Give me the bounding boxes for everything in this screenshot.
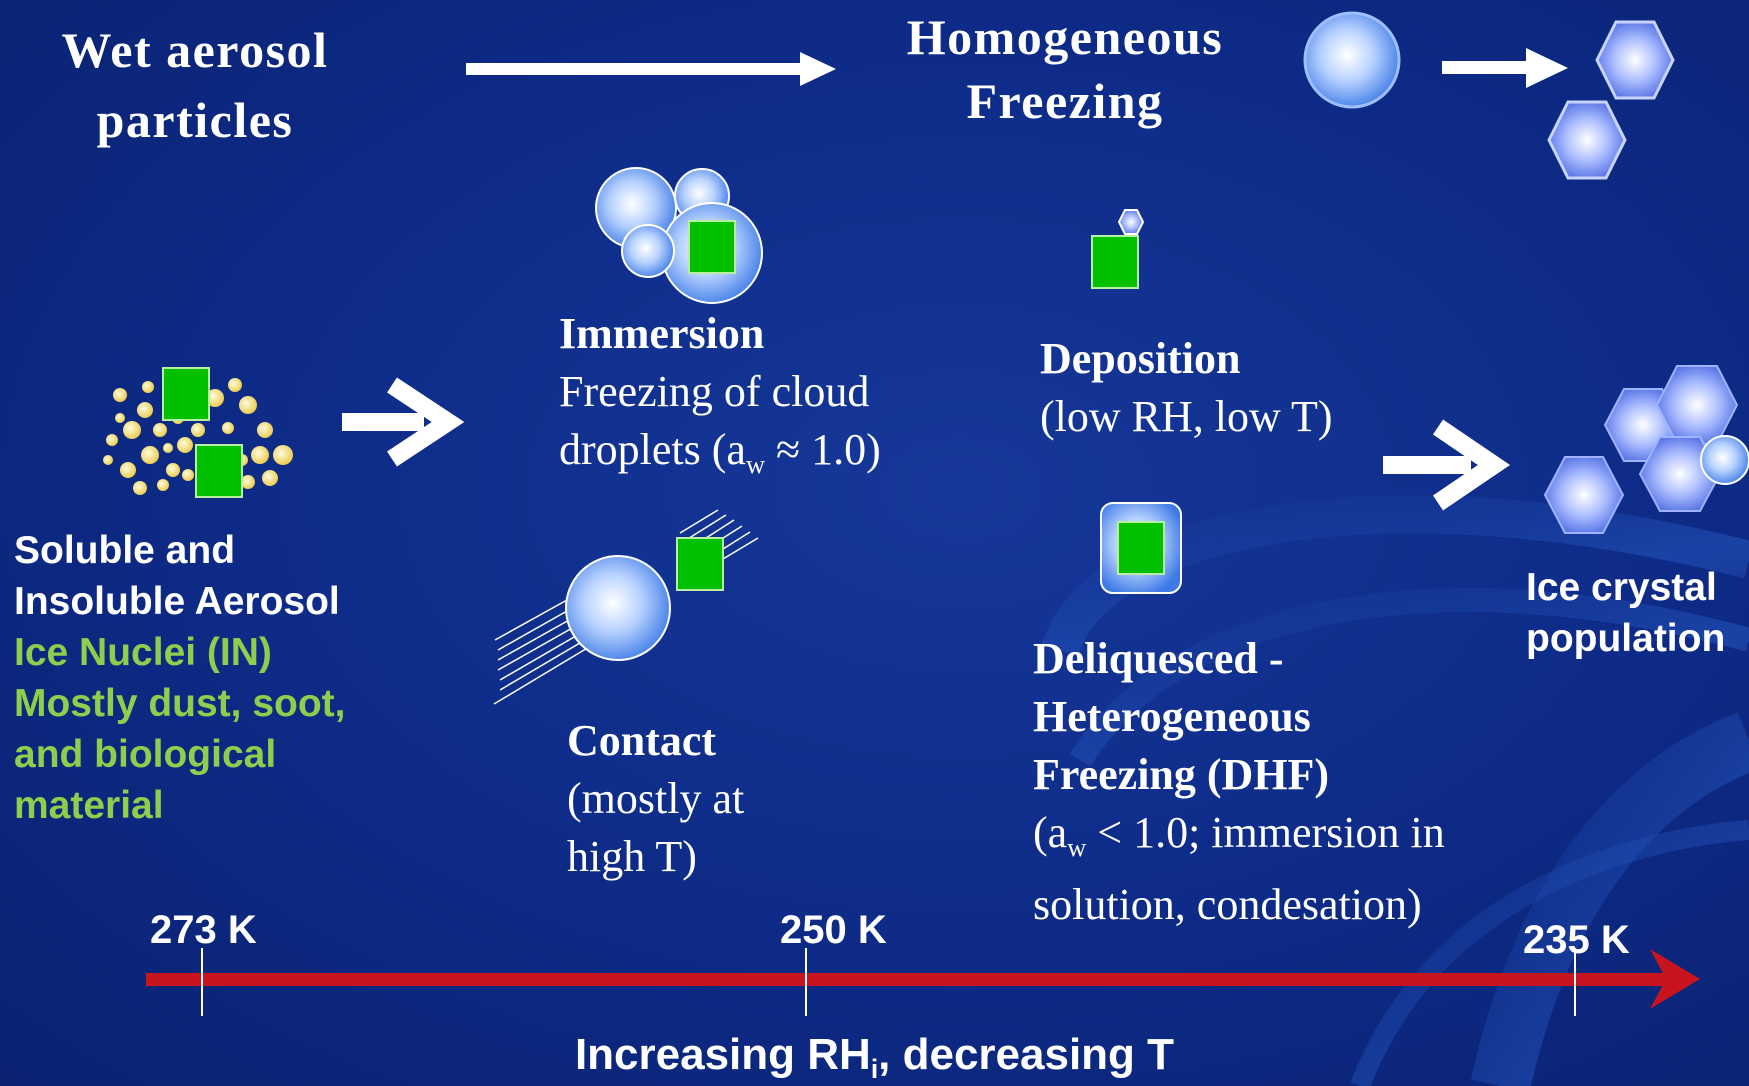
aerosol-arrow-icon: [342, 377, 465, 467]
population-arrow-icon: [1383, 419, 1511, 511]
wet-aerosol-title: Wet aerosol particles: [30, 15, 360, 155]
dhf-line-1-prefix: (a: [1033, 808, 1068, 857]
axis-label-235: 235 K: [1523, 918, 1630, 962]
dhf-title-line-2: Heterogeneous: [1033, 692, 1311, 741]
immersion-line-1: Freezing of cloud: [559, 367, 870, 416]
immersion-block: Immersion Freezing of cloud droplets (aw…: [559, 305, 881, 493]
contact-block: Contact (mostly at high T): [567, 712, 744, 886]
aerosol-composition-line-3: material: [14, 784, 164, 827]
ice-population-label: Ice crystal population: [1526, 562, 1725, 664]
dhf-block: Deliquesced - Heterogeneous Freezing (DH…: [1033, 630, 1445, 934]
homogeneous-crystal-icon: [1547, 100, 1627, 180]
homogeneous-droplet-icon: [1303, 11, 1401, 109]
contact-title: Contact: [567, 716, 717, 765]
homogeneous-arrow-icon: [1442, 48, 1568, 88]
contact-line-2: high T): [567, 832, 697, 881]
homogeneous-line-1: Homogeneous: [906, 9, 1224, 65]
dhf-line-2: solution, condesation): [1033, 880, 1422, 930]
homogeneous-crystal-icon: [1595, 20, 1675, 100]
deposition-block: Deposition (low RH, low T): [1040, 330, 1333, 446]
aerosol-description: Soluble and Insoluble Aerosol Ice Nuclei…: [14, 525, 346, 831]
axis-label-273: 273 K: [150, 908, 257, 952]
dhf-title-line-1: Deliquesced -: [1033, 634, 1284, 683]
dhf-water-activity-subscript: w: [1067, 832, 1087, 863]
top-arrow-icon: [466, 52, 836, 86]
axis-label-250: 250 K: [780, 908, 887, 952]
homogeneous-line-2: Freezing: [966, 73, 1164, 129]
water-activity-subscript: w: [745, 449, 765, 480]
contact-line-1: (mostly at: [567, 774, 745, 823]
immersion-line-2-prefix: droplets (a: [559, 425, 746, 474]
aerosol-composition-line-2: and biological: [14, 733, 277, 776]
homogeneous-freezing-title: Homogeneous Freezing: [880, 5, 1250, 133]
immersion-droplets-icon: [595, 167, 763, 304]
axis-title-prefix: Increasing RH: [574, 1030, 871, 1079]
immersion-line-2: droplets (aw ≈ 1.0): [559, 421, 881, 493]
deposition-icon: [1091, 209, 1145, 289]
aerosol-line-2: Insoluble Aerosol: [14, 580, 340, 623]
ice-population-line-2: population: [1526, 617, 1726, 660]
immersion-title: Immersion: [559, 309, 765, 358]
ice-nuclei-label: Ice Nuclei (IN): [14, 631, 272, 674]
dhf-icon: [1100, 502, 1182, 594]
contact-icon: [493, 509, 759, 705]
axis-title: Increasing RHi, decreasing T: [0, 1030, 1749, 1085]
wet-aerosol-line-1: Wet aerosol: [61, 22, 329, 78]
ice-population-icon: [1543, 365, 1749, 534]
aerosol-line-1: Soluble and: [14, 529, 236, 572]
immersion-line-2-suffix: ≈ 1.0): [765, 425, 881, 474]
wet-aerosol-line-2: particles: [96, 92, 294, 148]
dhf-title-line-3: Freezing (DHF): [1033, 750, 1330, 799]
aerosol-cluster-icon: [103, 367, 293, 498]
dhf-line-1-suffix: < 1.0; immersion in: [1086, 808, 1445, 857]
temperature-axis: [146, 948, 1700, 1016]
dhf-line-1: (aw < 1.0; immersion in: [1033, 804, 1445, 876]
deposition-line-1: (low RH, low T): [1040, 392, 1333, 441]
deposition-title: Deposition: [1040, 334, 1241, 383]
ice-population-line-1: Ice crystal: [1526, 566, 1717, 609]
aerosol-composition-line-1: Mostly dust, soot,: [14, 682, 346, 725]
axis-title-subscript: i: [870, 1054, 879, 1085]
axis-title-suffix: , decreasing T: [878, 1030, 1175, 1079]
